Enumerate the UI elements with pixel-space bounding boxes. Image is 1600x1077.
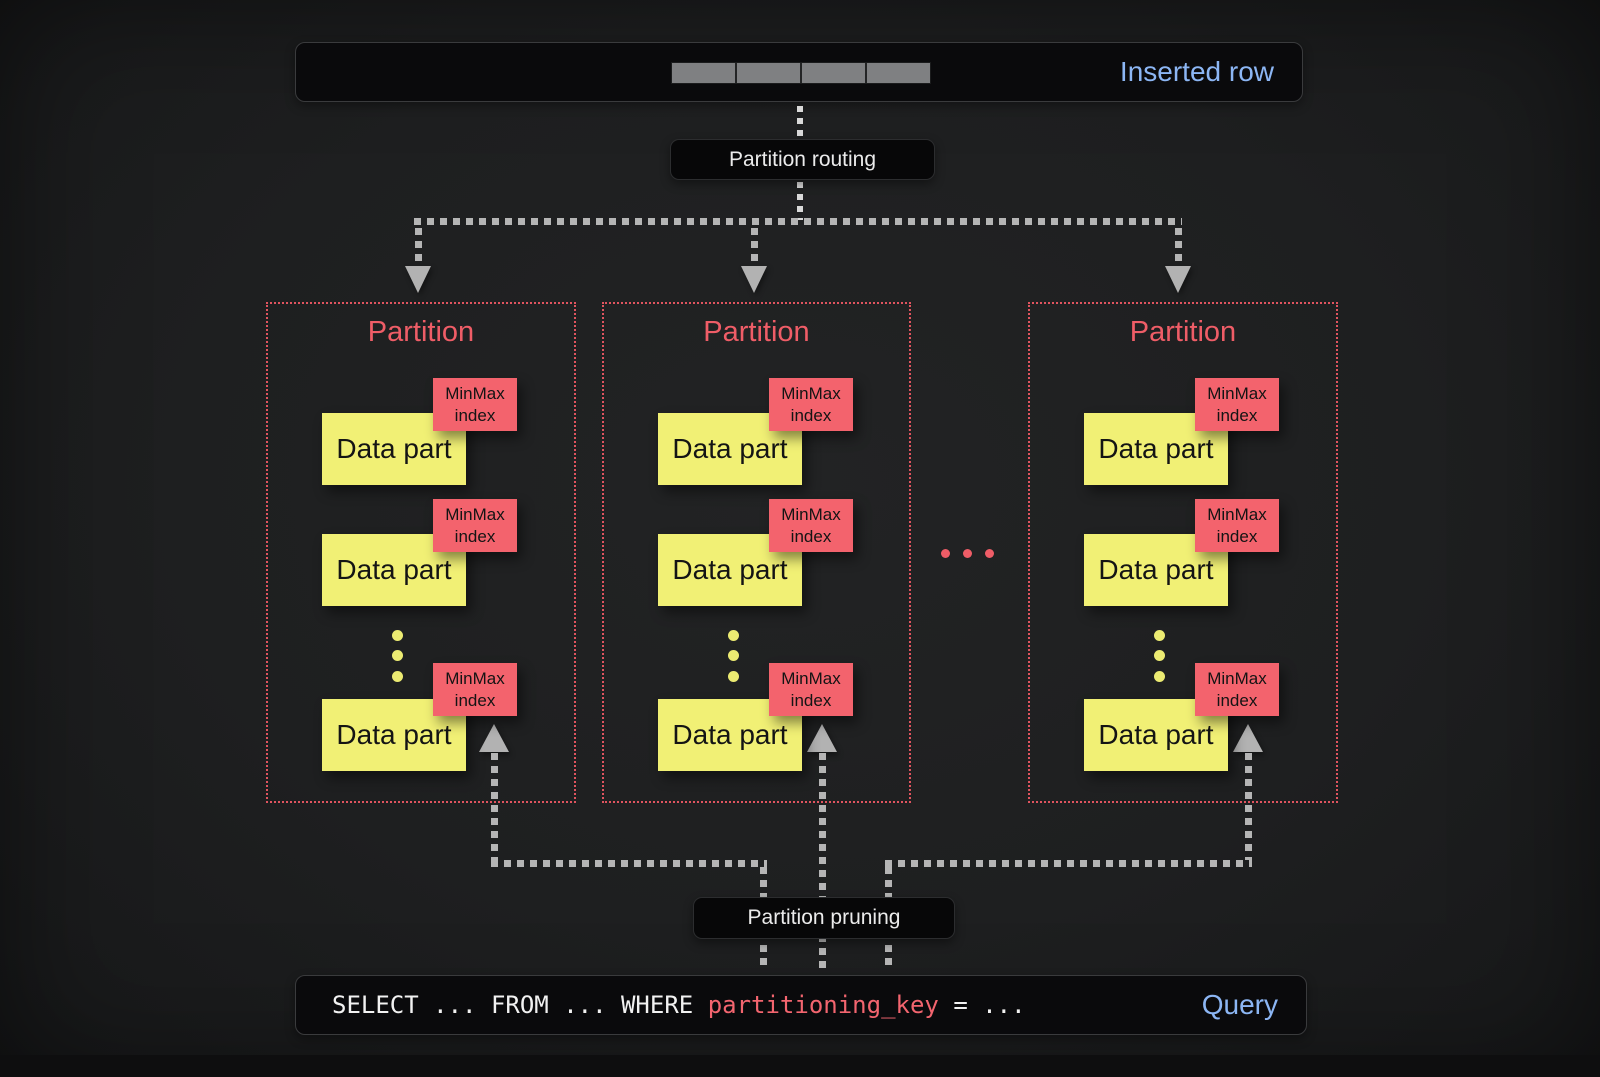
query-sql-after: = ... (938, 991, 1026, 1019)
data-part-box: Data part (322, 534, 466, 606)
partition-title: Partition (367, 316, 475, 348)
vertical-ellipsis-dot (1154, 650, 1165, 661)
vertical-ellipsis-dot (392, 671, 403, 682)
vertical-ellipsis-dot (392, 630, 403, 641)
pruning-line (885, 860, 1252, 867)
partition-box-2: Partition MinMax index Data part MinMax … (602, 302, 911, 803)
minmax-index-tag: MinMax index (433, 663, 517, 716)
routing-stem-line (797, 182, 803, 220)
partition-pruning-label: Partition pruning (747, 906, 901, 929)
pruning-line (819, 753, 826, 970)
arrow-down-icon (1165, 266, 1191, 293)
vertical-ellipsis-dot (1154, 630, 1165, 641)
partition-box-3: Partition MinMax index Data part MinMax … (1028, 302, 1338, 803)
minmax-index-tag: MinMax index (1195, 499, 1279, 552)
vertical-ellipsis-dot (728, 650, 739, 661)
partition-pruning-pill: Partition pruning (693, 897, 955, 939)
routing-arrow-line (1175, 228, 1182, 266)
partition-routing-label: Partition routing (728, 147, 877, 171)
query-sql-before: SELECT ... FROM ... WHERE (332, 991, 708, 1019)
data-part-box: Data part (1084, 534, 1228, 606)
query-label: Query (1201, 989, 1278, 1020)
minmax-index-tag: MinMax index (433, 378, 517, 431)
partition-title: Partition (703, 316, 810, 348)
row-cell (867, 63, 930, 83)
partition-title: Partition (1129, 316, 1237, 348)
minmax-index-tag: MinMax index (1195, 663, 1279, 716)
vertical-ellipsis-dot (392, 650, 403, 661)
arrow-up-icon (1233, 724, 1263, 752)
arrow-up-icon (479, 724, 509, 752)
minmax-index-tag: MinMax index (769, 378, 853, 431)
pruning-line (491, 753, 498, 860)
row-cell (737, 63, 800, 83)
routing-stem-line (797, 106, 803, 136)
partition-box-1: Partition MinMax index Data part MinMax … (266, 302, 576, 803)
inserted-row-label: Inserted row (1119, 56, 1274, 87)
inserted-row-cells (671, 62, 931, 84)
more-partitions-ellipsis-dot (941, 549, 950, 558)
minmax-index-tag: MinMax index (769, 663, 853, 716)
pruning-line (491, 860, 767, 867)
row-cell (672, 63, 735, 83)
inserted-row-panel: Inserted row (295, 42, 1303, 102)
row-cell (802, 63, 865, 83)
minmax-index-tag: MinMax index (769, 499, 853, 552)
more-partitions-ellipsis-dot (985, 549, 994, 558)
query-panel: SELECT ... FROM ... WHERE partitioning_k… (295, 975, 1307, 1035)
vertical-ellipsis-dot (728, 671, 739, 682)
arrow-down-icon (405, 266, 431, 293)
vertical-ellipsis-dot (728, 630, 739, 641)
routing-arrow-line (751, 228, 758, 266)
pruning-line (1245, 753, 1252, 860)
more-partitions-ellipsis-dot (963, 549, 972, 558)
arrow-down-icon (741, 266, 767, 293)
vertical-ellipsis-dot (1154, 671, 1165, 682)
query-partitioning-key: partitioning_key (707, 991, 939, 1019)
data-part-box: Data part (1084, 699, 1228, 771)
routing-distributor-line (414, 218, 1182, 225)
minmax-index-tag: MinMax index (433, 499, 517, 552)
query-sql-text: SELECT ... FROM ... WHERE partitioning_k… (332, 991, 1026, 1019)
data-part-box: Data part (322, 699, 466, 771)
minmax-index-tag: MinMax index (1195, 378, 1279, 431)
arrow-up-icon (807, 724, 837, 752)
routing-arrow-line (415, 228, 422, 266)
bottom-edge-strip (0, 1055, 1600, 1077)
partition-routing-pill: Partition routing (670, 139, 935, 180)
